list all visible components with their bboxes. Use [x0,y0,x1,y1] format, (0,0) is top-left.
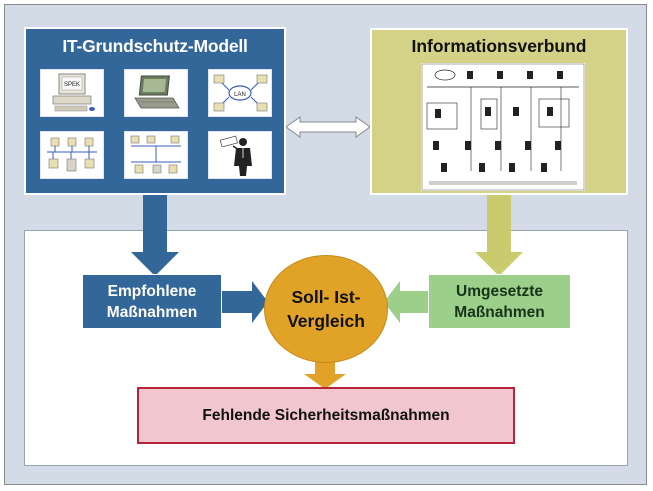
verbund-title: Informationsverbund [411,36,587,56]
informationsverbund-box: Informationsverbund [370,28,628,195]
empfohlene-line1: Empfohlene [107,282,197,300]
vergleich-to-fehlende-arrow [304,361,346,389]
network-plan-icon [421,63,585,191]
umgesetzte-to-vergleich-arrow [384,281,429,323]
model-down-arrow [131,195,179,276]
umgesetzte-line2: Maßnahmen [454,303,545,321]
soll-ist-vergleich-circle: Soll- Ist- Vergleich [264,255,388,363]
fehlende-label: Fehlende Sicherheitsmaßnahmen [202,407,450,424]
vergleich-line1: Soll- Ist- [291,287,361,307]
fehlende-sicherheitsmassnahmen-box: Fehlende Sicherheitsmaßnahmen [137,387,515,444]
umgesetzte-line1: Umgesetzte [456,282,543,300]
vergleich-line2: Vergleich [287,311,365,331]
client-server-network-icon [40,131,104,179]
empfohlene-to-vergleich-arrow [222,281,268,323]
grundschutz-model-box: IT-Grundschutz-Modell SPEK LAN [24,27,286,195]
double-arrow [285,116,371,138]
lan-label: LAN [234,92,246,98]
desktop-screen-text: SPEK [64,82,80,88]
person-with-sign-icon [208,131,272,179]
model-title: IT-Grundschutz-Modell [62,36,248,56]
empfohlene-line2: Maßnahmen [106,303,198,321]
umgesetzte-massnahmen-box: Umgesetzte Maßnahmen [428,274,571,329]
laptop-icon [124,69,188,117]
verbund-down-arrow [475,195,523,276]
desktop-pc-icon: SPEK [40,69,104,117]
office-network-icon [124,131,188,179]
lan-network-icon: LAN [208,69,272,117]
empfohlene-massnahmen-box: Empfohlene Maßnahmen [82,274,222,329]
